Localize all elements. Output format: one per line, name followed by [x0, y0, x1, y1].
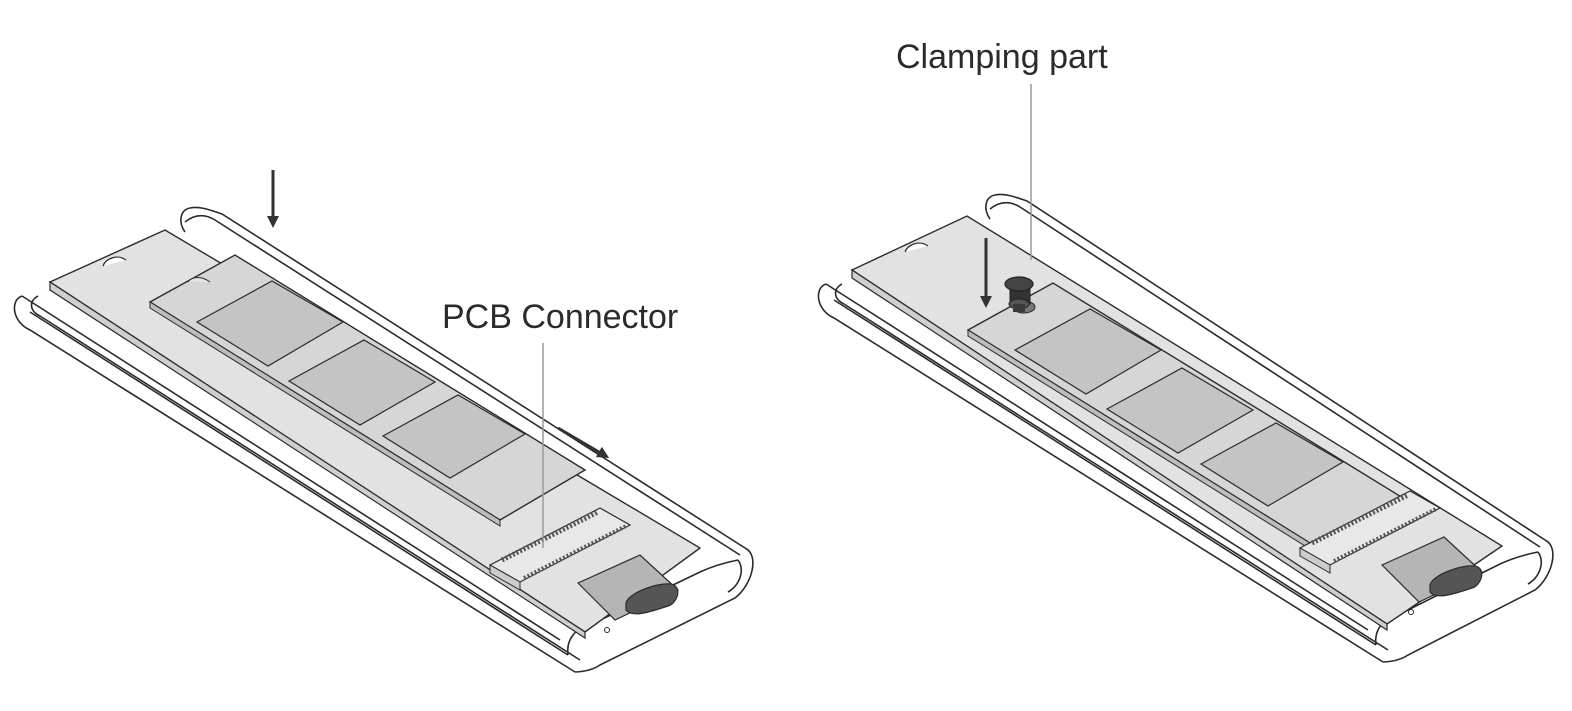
left-board-notch	[102, 256, 127, 267]
right-pcb-connector	[1298, 490, 1442, 574]
left-usb-port	[576, 554, 680, 633]
right-usb-port	[1380, 536, 1484, 615]
right-ssd-chip-1	[1013, 308, 1163, 395]
right-board-notch	[904, 242, 929, 253]
left-enclosure-illustration	[13, 170, 754, 673]
clamping-part-screw	[1004, 276, 1036, 314]
right-ssd-module	[966, 282, 1405, 555]
left-ssd-chip-2	[287, 339, 437, 426]
left-slide-arrow	[557, 426, 610, 459]
right-ssd-chip-3	[1199, 422, 1345, 507]
left-carrier-board-edge	[49, 280, 586, 640]
right-enclosure-illustration	[817, 84, 1554, 663]
left-ssd-chip-1	[195, 280, 345, 367]
left-ssd-module	[148, 254, 587, 527]
right-ssd-chip-2	[1105, 367, 1255, 454]
right-carrier-board-edge	[851, 268, 1388, 632]
clamping-part-label: Clamping part	[896, 38, 1108, 76]
right-enclosure-shell	[817, 193, 1554, 663]
left-ssd-chip-3	[381, 394, 527, 479]
left-pcb-connector	[488, 507, 632, 591]
pcb-connector-label: PCB Connector	[442, 298, 678, 336]
left-enclosure-shell	[13, 206, 754, 673]
